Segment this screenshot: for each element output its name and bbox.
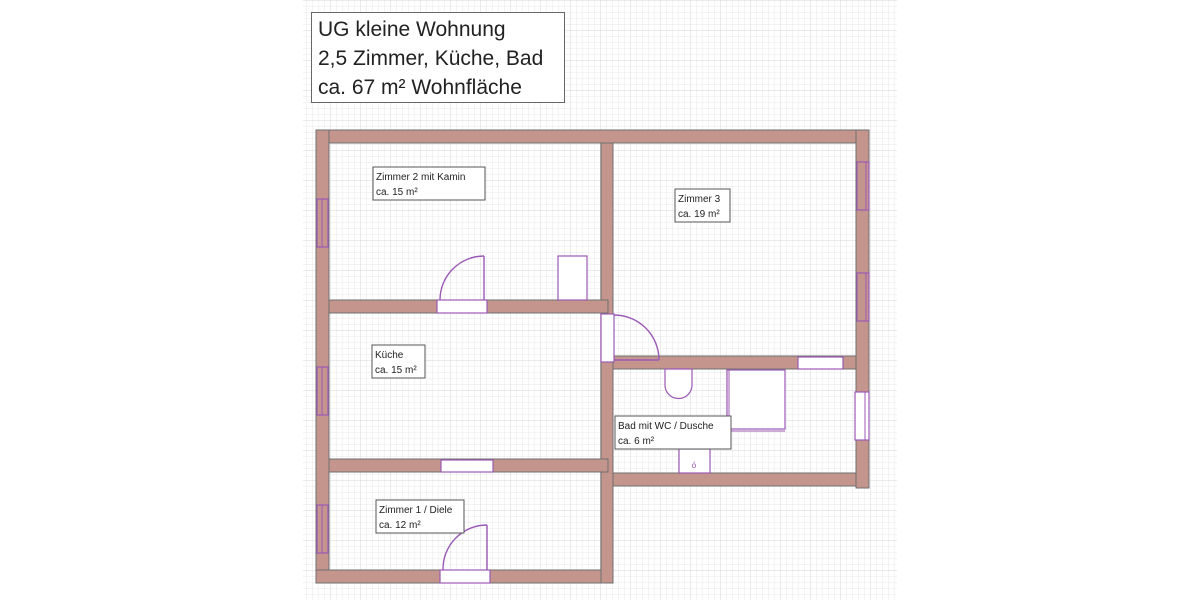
svg-text:Zimmer 2 mit Kamin: Zimmer 2 mit Kamin — [376, 172, 465, 183]
room-label-zimmer1: Zimmer 1 / Diele ca. 12 m² — [375, 499, 465, 534]
title-line-3: ca. 67 m² Wohnfläche — [318, 76, 522, 99]
fixtures: ó — [557, 255, 786, 474]
room-label-kueche: Küche ca. 15 m² — [371, 344, 426, 379]
svg-text:ca. 15 m²: ca. 15 m² — [376, 187, 418, 198]
svg-text:ó: ó — [692, 460, 697, 470]
svg-text:Küche: Küche — [375, 350, 404, 361]
windows — [316, 161, 870, 554]
room-label-zimmer3: Zimmer 3 ca. 19 m² — [674, 188, 731, 223]
room-label-bad: Bad mit WC / Dusche ca. 6 m² — [614, 415, 732, 450]
svg-text:Zimmer 1 / Diele: Zimmer 1 / Diele — [379, 505, 453, 516]
svg-text:ca. 19 m²: ca. 19 m² — [678, 209, 720, 220]
doors — [436, 255, 844, 584]
fireplace — [557, 255, 588, 301]
svg-text:ca. 6 m²: ca. 6 m² — [618, 436, 655, 447]
svg-text:Bad mit WC / Dusche: Bad mit WC / Dusche — [618, 421, 714, 432]
room-label-zimmer2: Zimmer 2 mit Kamin ca. 15 m² — [372, 166, 486, 201]
title-line-2: 2,5 Zimmer, Küche, Bad — [318, 47, 544, 70]
svg-text:ca. 12 m²: ca. 12 m² — [379, 520, 421, 531]
title-line-1: UG kleine Wohnung — [318, 18, 506, 41]
toilet — [664, 368, 693, 400]
shower — [726, 369, 786, 430]
plan-title-box: UG kleine Wohnung 2,5 Zimmer, Küche, Bad… — [311, 12, 565, 103]
svg-text:Zimmer 3: Zimmer 3 — [678, 194, 721, 205]
svg-text:ca. 15 m²: ca. 15 m² — [375, 365, 417, 376]
